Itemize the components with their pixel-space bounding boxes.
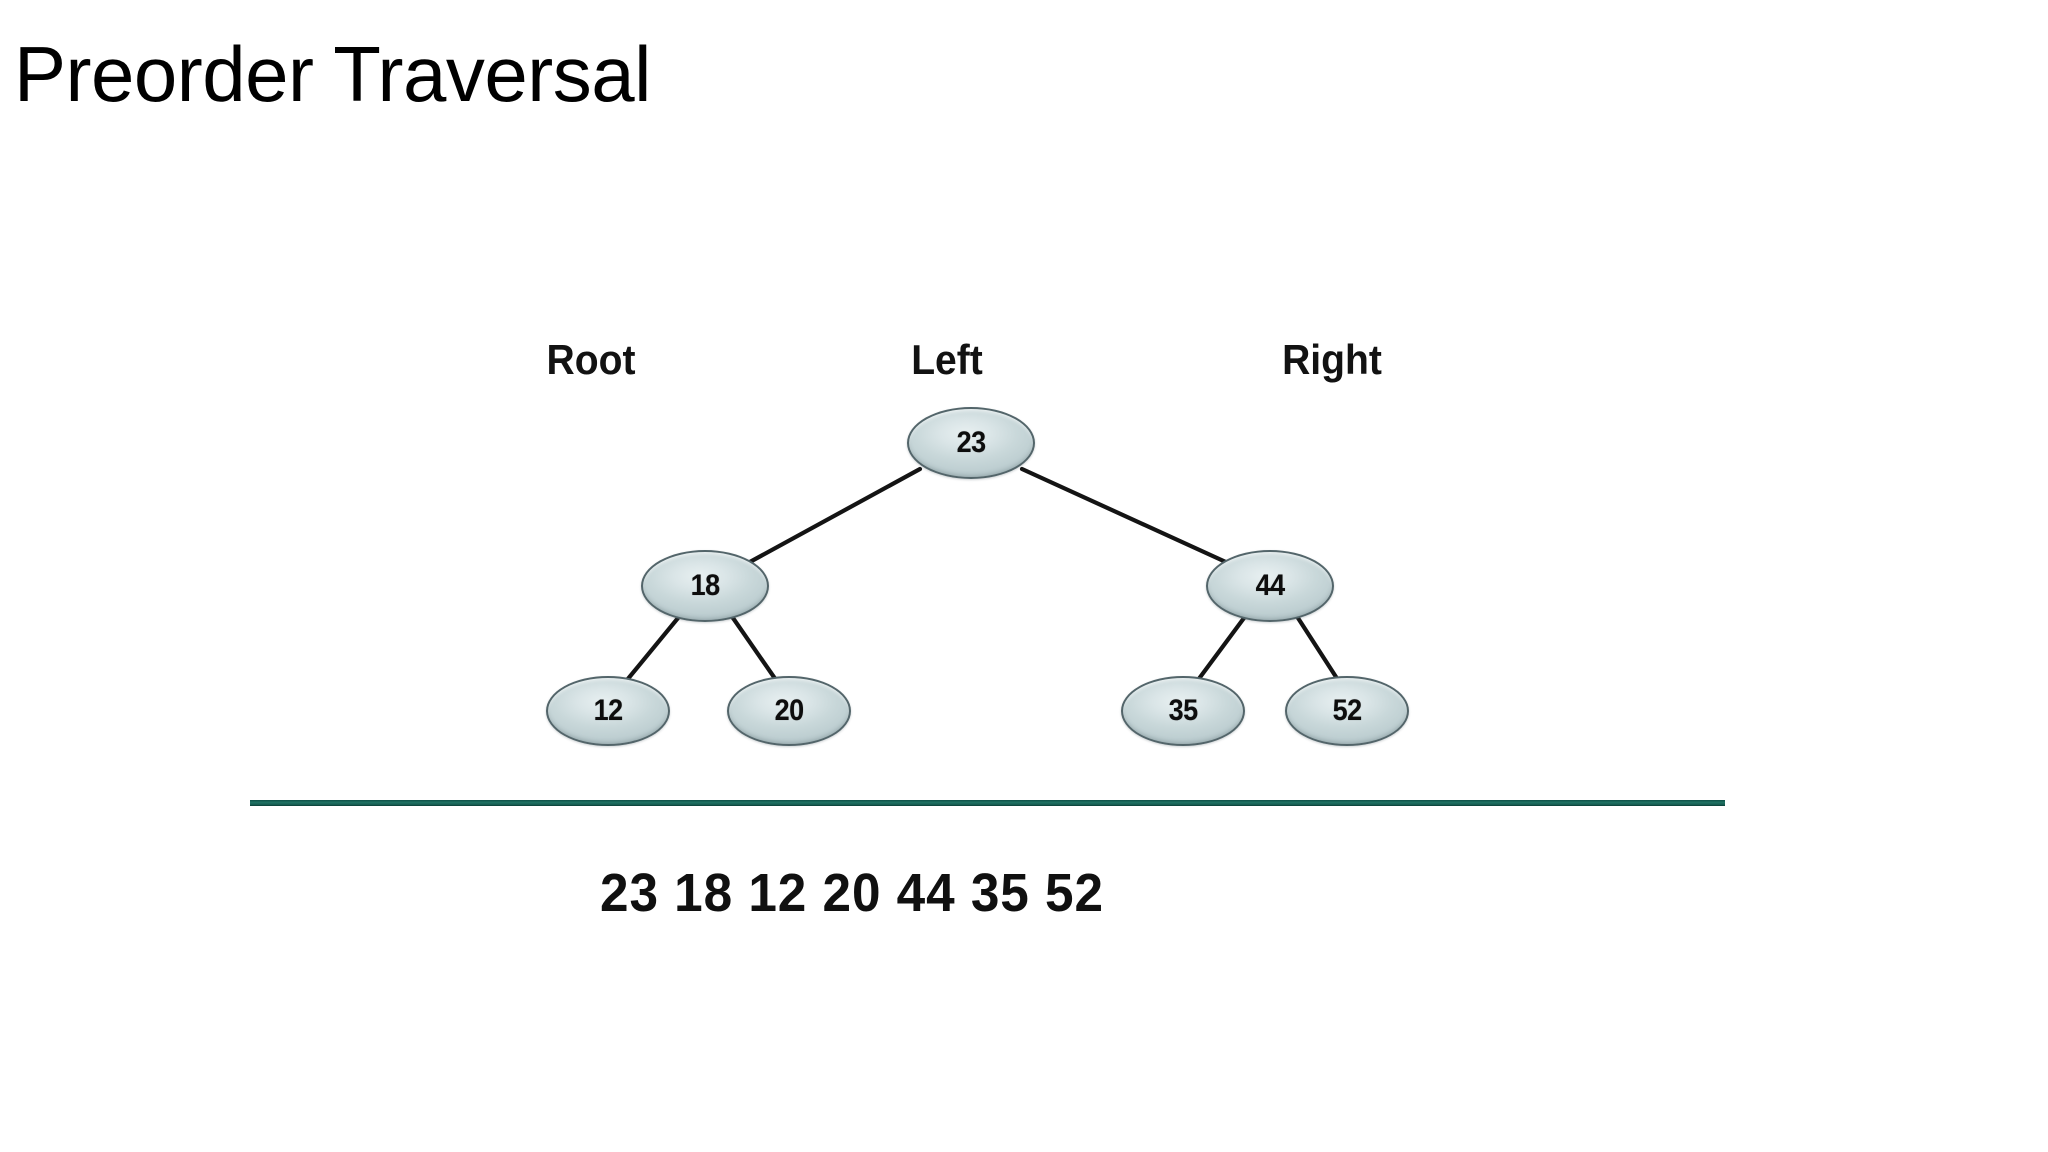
tree-edge-n18-n12 <box>624 615 681 683</box>
column-label-left: Left <box>911 336 983 383</box>
tree-node-value: 18 <box>690 569 720 602</box>
tree-node-52[interactable]: 52 <box>1285 676 1409 746</box>
tree-node-44[interactable]: 44 <box>1206 550 1334 622</box>
tree-edge-n18-n20 <box>730 615 779 683</box>
tree-node-18[interactable]: 18 <box>641 550 769 622</box>
tree-node-12[interactable]: 12 <box>546 676 670 746</box>
page-title: Preorder Traversal <box>14 30 651 118</box>
column-label-right: Right <box>1282 336 1382 383</box>
tree-node-23[interactable]: 23 <box>907 407 1035 479</box>
tree-node-20[interactable]: 20 <box>727 676 851 746</box>
tree-node-value: 20 <box>774 694 804 727</box>
tree-node-value: 12 <box>593 694 623 727</box>
column-label-root: Root <box>546 336 636 383</box>
tree-node-value: 23 <box>956 426 986 459</box>
tree-node-value: 35 <box>1168 694 1198 727</box>
tree-edge-n23-n18 <box>745 466 923 566</box>
traversal-output-sequence: 23 18 12 20 44 35 52 <box>600 863 1104 923</box>
tree-edge-n23-n44 <box>1019 466 1231 566</box>
tree-node-value: 44 <box>1255 569 1285 602</box>
tree-edge-n44-n35 <box>1195 615 1247 683</box>
tree-node-35[interactable]: 35 <box>1121 676 1245 746</box>
horizontal-divider <box>250 800 1725 806</box>
tree-node-value: 52 <box>1332 694 1362 727</box>
tree-edge-n44-n52 <box>1295 615 1341 683</box>
